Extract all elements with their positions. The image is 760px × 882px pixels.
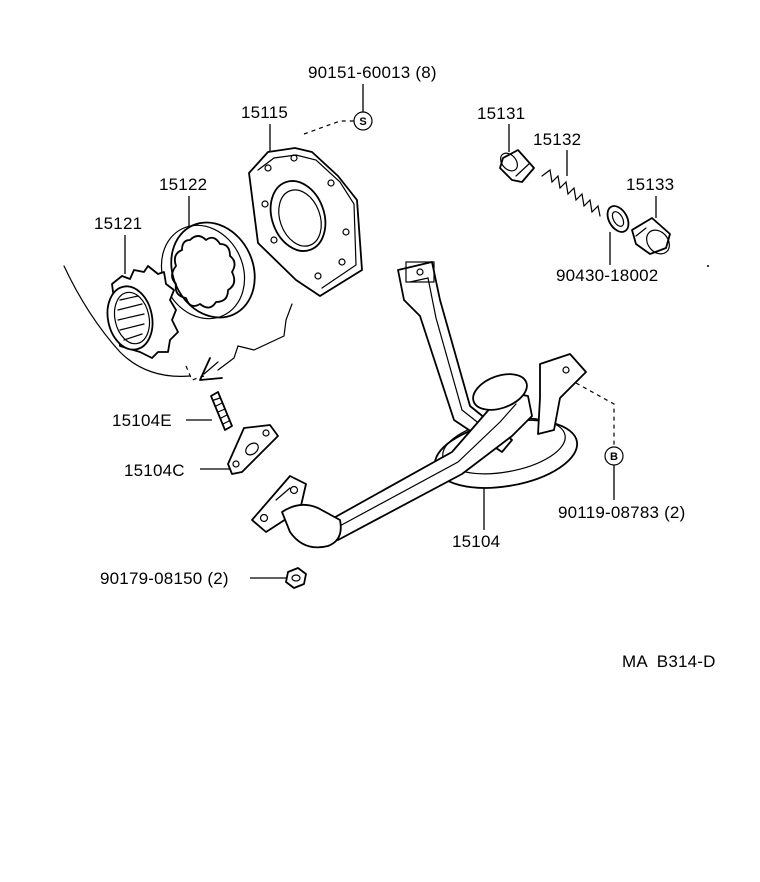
label-pump-body[interactable]: 15115 <box>241 103 288 122</box>
flange-nut <box>285 567 307 589</box>
relief-valve <box>499 149 535 183</box>
driven-rotor <box>160 221 256 320</box>
label-stud[interactable]: 15104E <box>112 411 172 430</box>
label-relief-spring[interactable]: 15132 <box>533 130 581 149</box>
relief-spring <box>541 168 601 217</box>
strainer-gasket <box>227 424 279 475</box>
label-strainer-gasket[interactable]: 15104C <box>124 461 185 480</box>
callout-s-letter: S <box>359 116 366 128</box>
stud <box>210 391 233 431</box>
drive-rotor <box>106 265 179 359</box>
oil-strainer <box>251 261 587 549</box>
label-relief-valve[interactable]: 15131 <box>477 104 525 123</box>
label-bolt-s[interactable]: 90151-60013 (8) <box>308 63 437 82</box>
oil-pump-body <box>248 147 363 297</box>
callout-b-symbol: B <box>604 446 624 466</box>
callout-b-letter: B <box>610 451 618 463</box>
relief-plug <box>631 217 671 255</box>
label-driven-rotor[interactable]: 15122 <box>159 175 207 194</box>
label-nut[interactable]: 90179-08150 (2) <box>100 569 229 588</box>
alignment-dashes <box>185 120 615 447</box>
label-strainer[interactable]: 15104 <box>452 532 500 551</box>
label-drive-rotor[interactable]: 15121 <box>94 214 142 233</box>
label-plug-gasket[interactable]: 90430-18002 <box>556 266 658 285</box>
engine-block-outline <box>63 265 191 377</box>
plug-gasket <box>606 205 630 233</box>
label-bolt-b[interactable]: 90119-08783 (2) <box>558 503 685 522</box>
install-direction-arrow <box>199 303 293 381</box>
label-diagram-code: MA B314-D <box>622 652 716 671</box>
callout-s-symbol: S <box>353 111 373 131</box>
stray-mark <box>707 265 709 267</box>
label-plug[interactable]: 15133 <box>626 175 674 194</box>
